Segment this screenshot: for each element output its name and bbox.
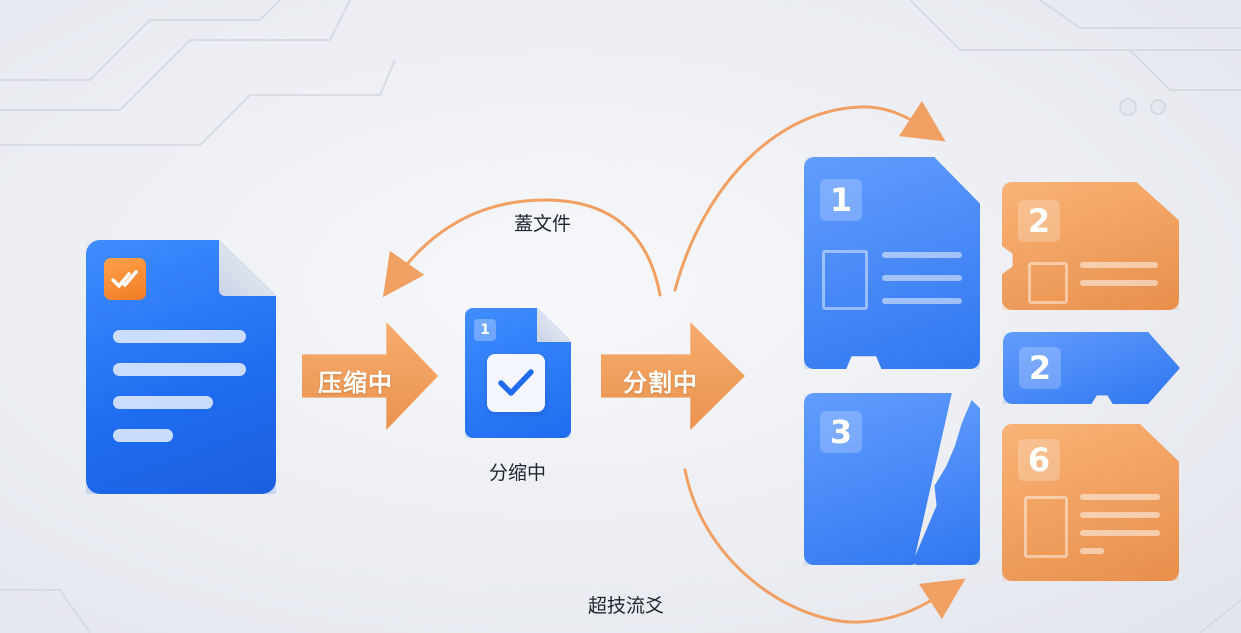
image-placeholder xyxy=(1024,496,1068,558)
split-label: 分割中 xyxy=(623,369,698,397)
piece-6: 6 xyxy=(1002,424,1179,581)
text-line xyxy=(113,396,213,409)
piece-2-blue: 2 xyxy=(1003,332,1180,404)
text-line xyxy=(1080,262,1158,268)
compress-label: 压缩中 xyxy=(318,369,393,397)
top-arc xyxy=(382,198,662,298)
text-line xyxy=(882,252,962,258)
text-line xyxy=(1080,280,1158,286)
piece-2-orange: 2 xyxy=(1002,182,1179,310)
piece-number: 1 xyxy=(820,179,862,221)
image-placeholder xyxy=(822,250,868,310)
compressed-document-caption: 分缩中 xyxy=(489,462,547,484)
text-line xyxy=(113,363,246,376)
text-line xyxy=(1080,530,1160,536)
piece-number: 6 xyxy=(1018,439,1060,481)
piece-number: 3 xyxy=(820,411,862,453)
double-check-icon xyxy=(104,258,146,300)
piece-number: 2 xyxy=(1018,200,1060,242)
text-line xyxy=(1080,548,1104,554)
top-arc-caption: 蓋文件 xyxy=(514,213,572,235)
right-top-arc xyxy=(673,100,946,292)
text-line xyxy=(1080,512,1160,518)
text-line xyxy=(1080,494,1160,500)
piece-number: 2 xyxy=(1019,347,1061,389)
text-line xyxy=(882,298,962,304)
check-icon xyxy=(487,354,545,412)
text-line xyxy=(113,330,246,343)
compressed-document-number: 1 xyxy=(474,319,496,341)
bottom-arc-caption: 超技流爻 xyxy=(588,595,665,617)
bottom-arc xyxy=(683,468,966,624)
piece-1: 1 xyxy=(804,157,980,369)
text-line xyxy=(882,275,962,281)
text-line xyxy=(113,429,173,442)
decor-dots xyxy=(1119,98,1166,116)
image-placeholder xyxy=(1028,262,1068,304)
